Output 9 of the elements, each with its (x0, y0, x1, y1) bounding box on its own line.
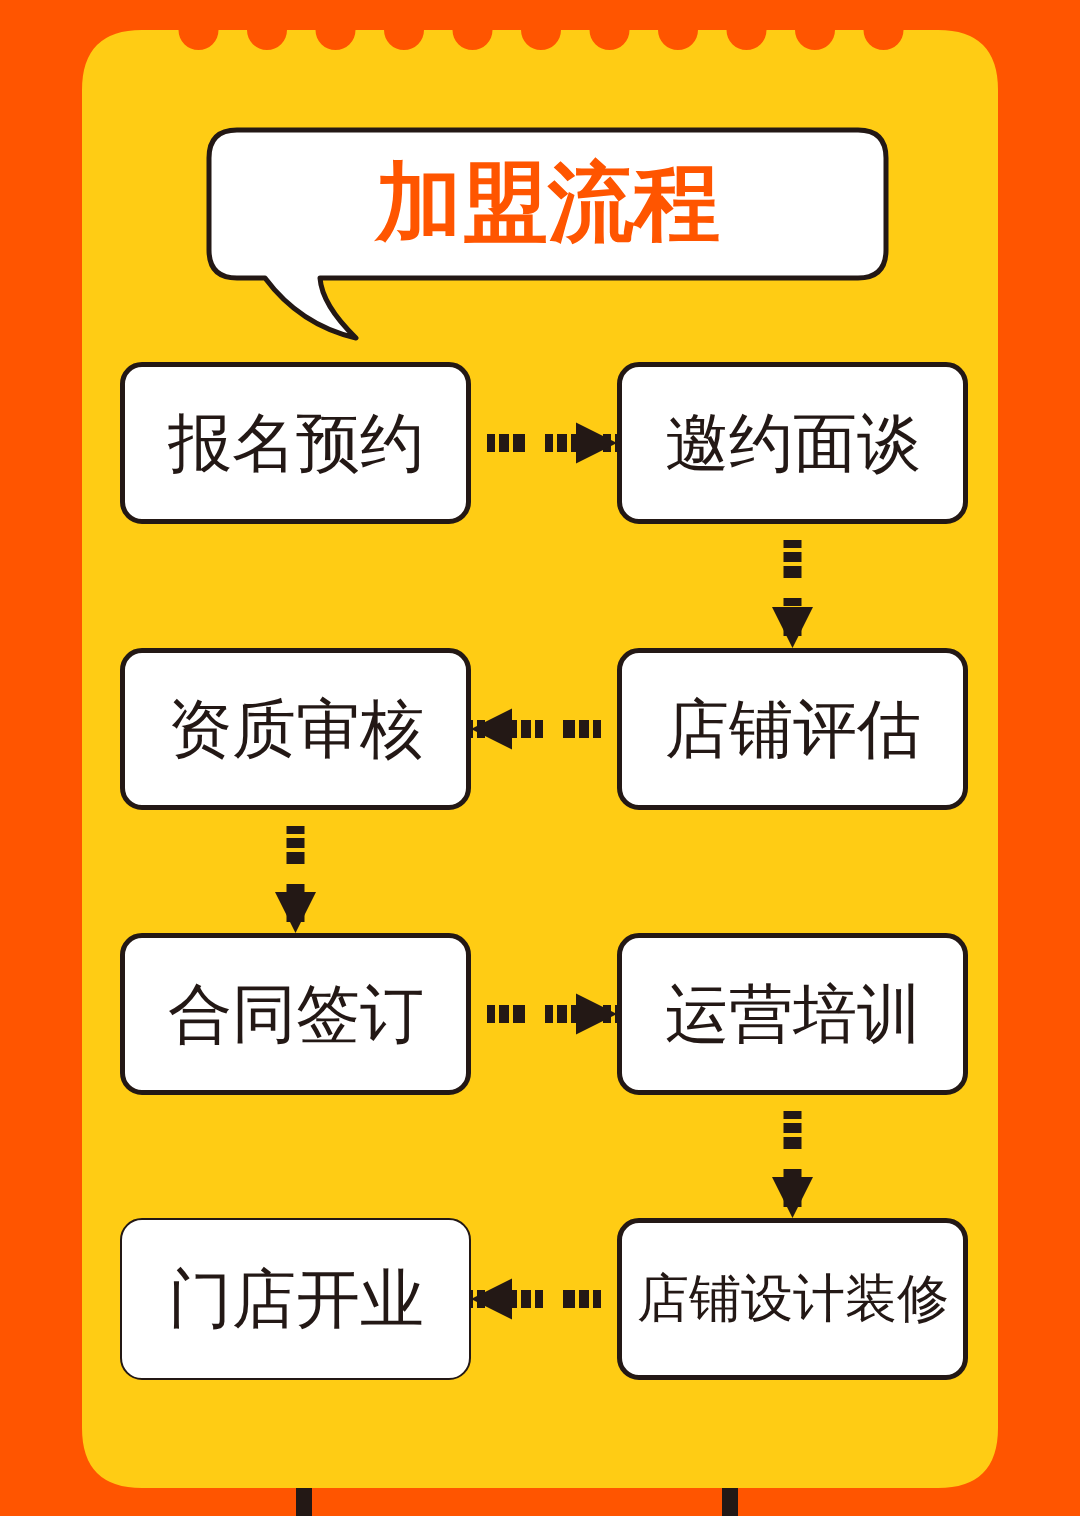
process-box: 邀约面谈 (617, 362, 968, 524)
process-box: 合同签订 (120, 933, 471, 1095)
process-box: 报名预约 (120, 362, 471, 524)
process-box: 门店开业 (120, 1218, 471, 1380)
title: 加盟流程 (375, 151, 720, 254)
process-box: 运营培训 (617, 933, 968, 1095)
process-box: 资质审核 (120, 648, 471, 810)
process-box: 店铺评估 (617, 648, 968, 810)
process-box: 店铺设计装修 (617, 1218, 968, 1380)
